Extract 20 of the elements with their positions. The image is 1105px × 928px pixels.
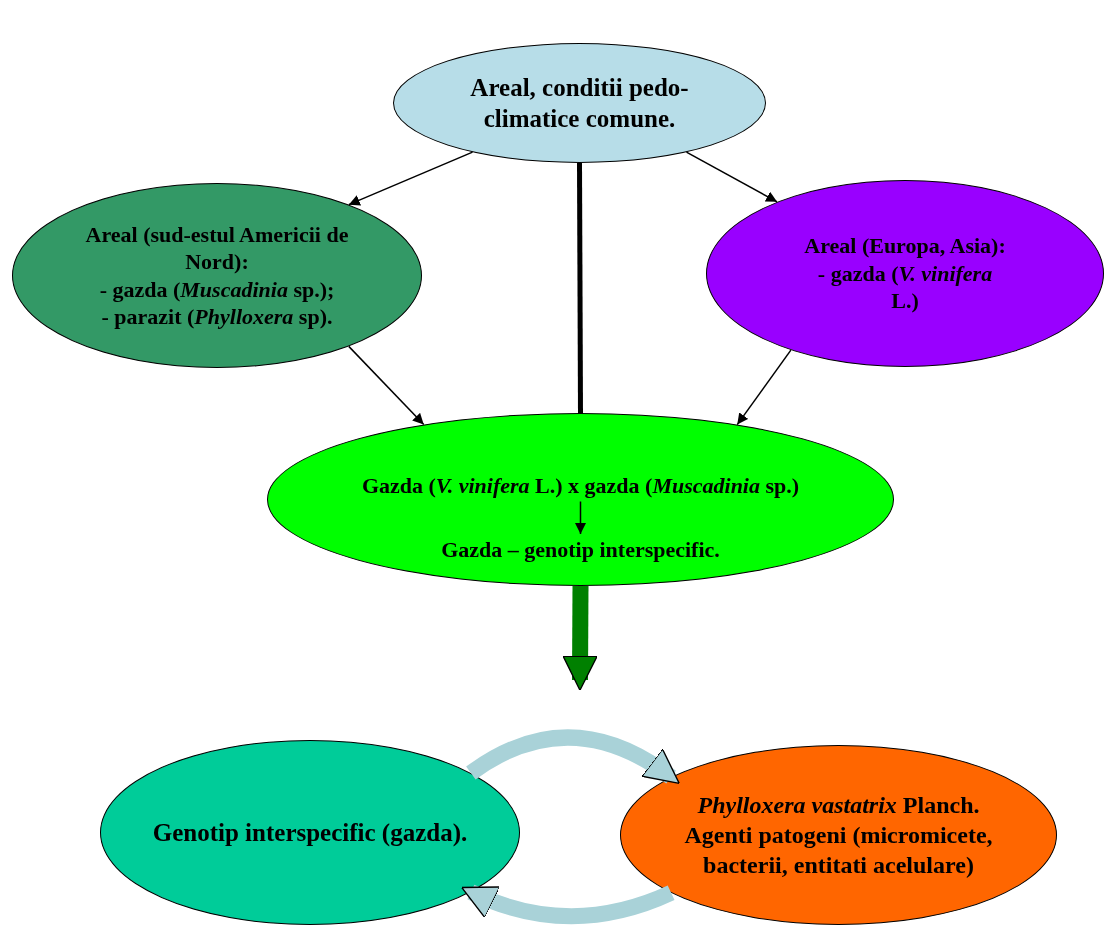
arrow (460, 884, 675, 925)
node-text: Agenti patogeni (micromicete, bacterii, entitati acelulare) (683, 821, 994, 880)
arrow (466, 729, 681, 784)
node-text: Genotip interspecific (gazda). (152, 817, 468, 848)
node-text: Areal (Europa, Asia): (804, 232, 1006, 260)
node-text: Gazda – genotip interspecific. (441, 536, 720, 564)
node-text: Areal, conditii pedo-climatice comune. (469, 72, 690, 134)
arrow (575, 500, 586, 535)
connector-line (577, 163, 583, 413)
arrow (348, 151, 474, 206)
node-text: - gazda (V. vinifera L.) (816, 259, 994, 315)
arrow (562, 585, 598, 691)
node-text: Phylloxera vastatrix Planch. (697, 791, 980, 820)
node-text: - parazit (Phylloxera sp). (101, 303, 333, 331)
node-text: Gazda (V. vinifera L.) x gazda (Muscadinia sp.) (361, 472, 800, 500)
arrow (348, 345, 425, 426)
arrow (685, 151, 778, 203)
node-text: - gazda (Muscadinia sp.); (99, 275, 335, 303)
arrow (736, 349, 792, 426)
node-text: Areal (sud-estul Americii de Nord): (84, 220, 350, 276)
